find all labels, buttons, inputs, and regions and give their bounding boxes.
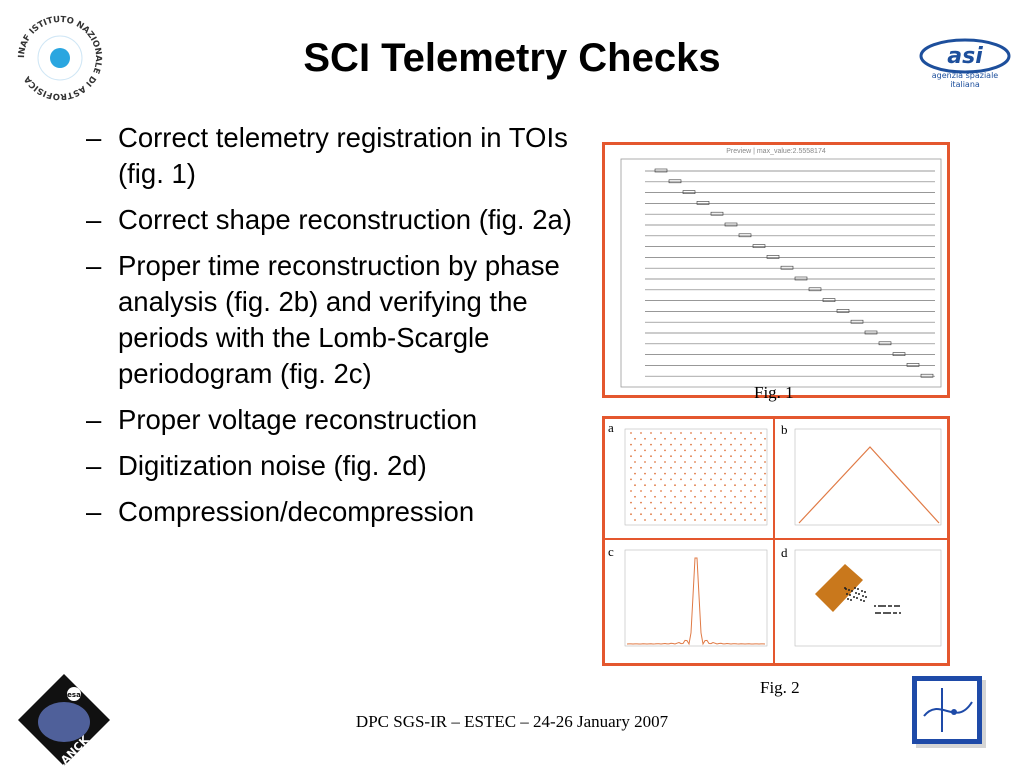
asi-logo: asi agenzia spaziale italiana [915,32,1015,92]
bullet-item: –Proper voltage reconstruction [86,404,478,435]
figure-2d-label: d [781,545,788,561]
telemetry-preview-plot [620,158,942,388]
figure-2b-label: b [781,422,788,438]
figure-2: a b c d [602,416,950,666]
figure-2-caption: Fig. 2 [760,678,800,697]
figure-2c-panel [605,540,775,663]
figure-2a-label: a [608,420,614,436]
slide-title: SCI Telemetry Checks [303,36,721,80]
footer-text: DPC SGS-IR – ESTEC – 24-26 January 2007 [355,712,669,731]
figure-2d-panel [775,540,947,663]
asi-logo-line2: italiana [950,80,980,89]
bullet-item: –Compression/decompression [86,496,475,527]
figure-2a-panel [605,419,775,540]
dpc-logo [912,676,988,750]
bullet-item: –Digitization noise (fig. 2d) [86,450,427,481]
planck-logo: esa PLANCK [16,672,112,773]
svg-text:asi: asi [947,44,983,69]
bullet-item: –Correct telemetry registration in TOIs … [86,122,568,189]
bullet-list: –Correct telemetry registration in TOIs … [86,120,601,540]
figure-1-header: Preview | max_value:2.5558174 [726,148,826,155]
bullet-item: –Correct shape reconstruction (fig. 2a) [86,204,572,235]
inaf-logo: INAF ISTITUTO NAZIONALE DI ASTROFISICA [10,8,110,108]
figure-1-caption: Fig. 1 [754,383,794,402]
esa-badge: esa [67,691,81,699]
figure-2c-label: c [608,544,614,560]
bullet-item: –Proper time reconstruction by phase ana… [86,250,560,389]
figure-1: Preview | max_value:2.5558174 [602,142,950,398]
asi-logo-line1: agenzia spaziale [932,71,999,80]
figure-2b-panel [775,419,947,540]
